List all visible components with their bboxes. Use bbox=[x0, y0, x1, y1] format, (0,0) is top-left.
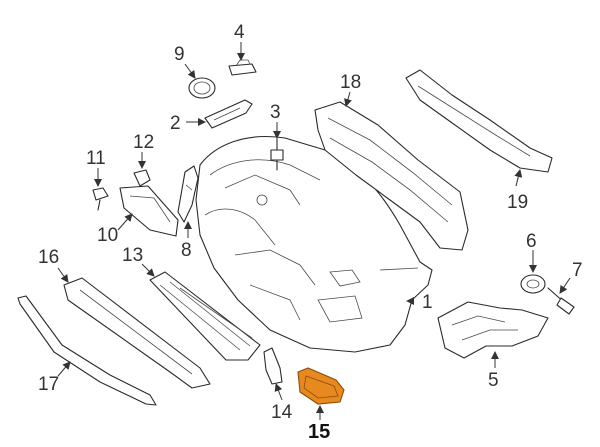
leader-7 bbox=[559, 277, 571, 294]
callout-1: 1 bbox=[422, 292, 433, 313]
part-13-grille bbox=[149, 271, 261, 361]
leader-19 bbox=[514, 169, 523, 187]
callout-14: 14 bbox=[271, 402, 293, 423]
callout-10: 10 bbox=[97, 225, 118, 246]
part-5-side-bracket bbox=[437, 301, 549, 359]
leader-9 bbox=[184, 63, 196, 79]
leader-14 bbox=[274, 383, 283, 401]
callout-6: 6 bbox=[526, 231, 537, 252]
part-16-lower-support bbox=[63, 277, 211, 389]
part-3-bolt bbox=[270, 137, 284, 171]
callout-3: 3 bbox=[270, 102, 281, 123]
callout-13: 13 bbox=[122, 245, 143, 266]
callout-5: 5 bbox=[488, 370, 499, 391]
part-6-grommet bbox=[520, 274, 546, 294]
part-12-clip bbox=[133, 169, 151, 187]
part-8-mount-bracket bbox=[177, 165, 199, 223]
leader-10 bbox=[117, 213, 133, 231]
leader-18 bbox=[344, 91, 352, 107]
callout-11: 11 bbox=[86, 148, 106, 169]
callout-2: 2 bbox=[170, 113, 181, 134]
callout-19: 19 bbox=[507, 192, 528, 213]
callout-7: 7 bbox=[572, 260, 583, 281]
callout-9: 9 bbox=[174, 44, 185, 65]
leader-17 bbox=[57, 361, 71, 377]
callout-4: 4 bbox=[234, 22, 245, 43]
part-18-energy-absorber bbox=[314, 101, 469, 251]
part-9-emblem bbox=[188, 77, 216, 99]
part-11-push-clip bbox=[92, 187, 109, 211]
part-15-highlighted-cover bbox=[297, 367, 345, 405]
callout-8: 8 bbox=[181, 240, 192, 261]
part-4-clip bbox=[228, 59, 257, 76]
callout-18: 18 bbox=[340, 72, 361, 93]
leader-13 bbox=[141, 263, 155, 277]
callout-17: 17 bbox=[38, 374, 59, 395]
leader-16 bbox=[57, 267, 69, 283]
part-10-plate bbox=[119, 185, 179, 237]
callout-16: 16 bbox=[38, 247, 59, 268]
part-17-lip-trim bbox=[17, 295, 157, 406]
callout-15: 15 bbox=[308, 421, 330, 443]
part-7-screw bbox=[547, 287, 575, 315]
part-14-small-bracket bbox=[263, 347, 283, 385]
part-19-upper-bracket bbox=[405, 69, 553, 173]
callout-12: 12 bbox=[133, 132, 154, 153]
part-2-bracket bbox=[204, 99, 253, 129]
